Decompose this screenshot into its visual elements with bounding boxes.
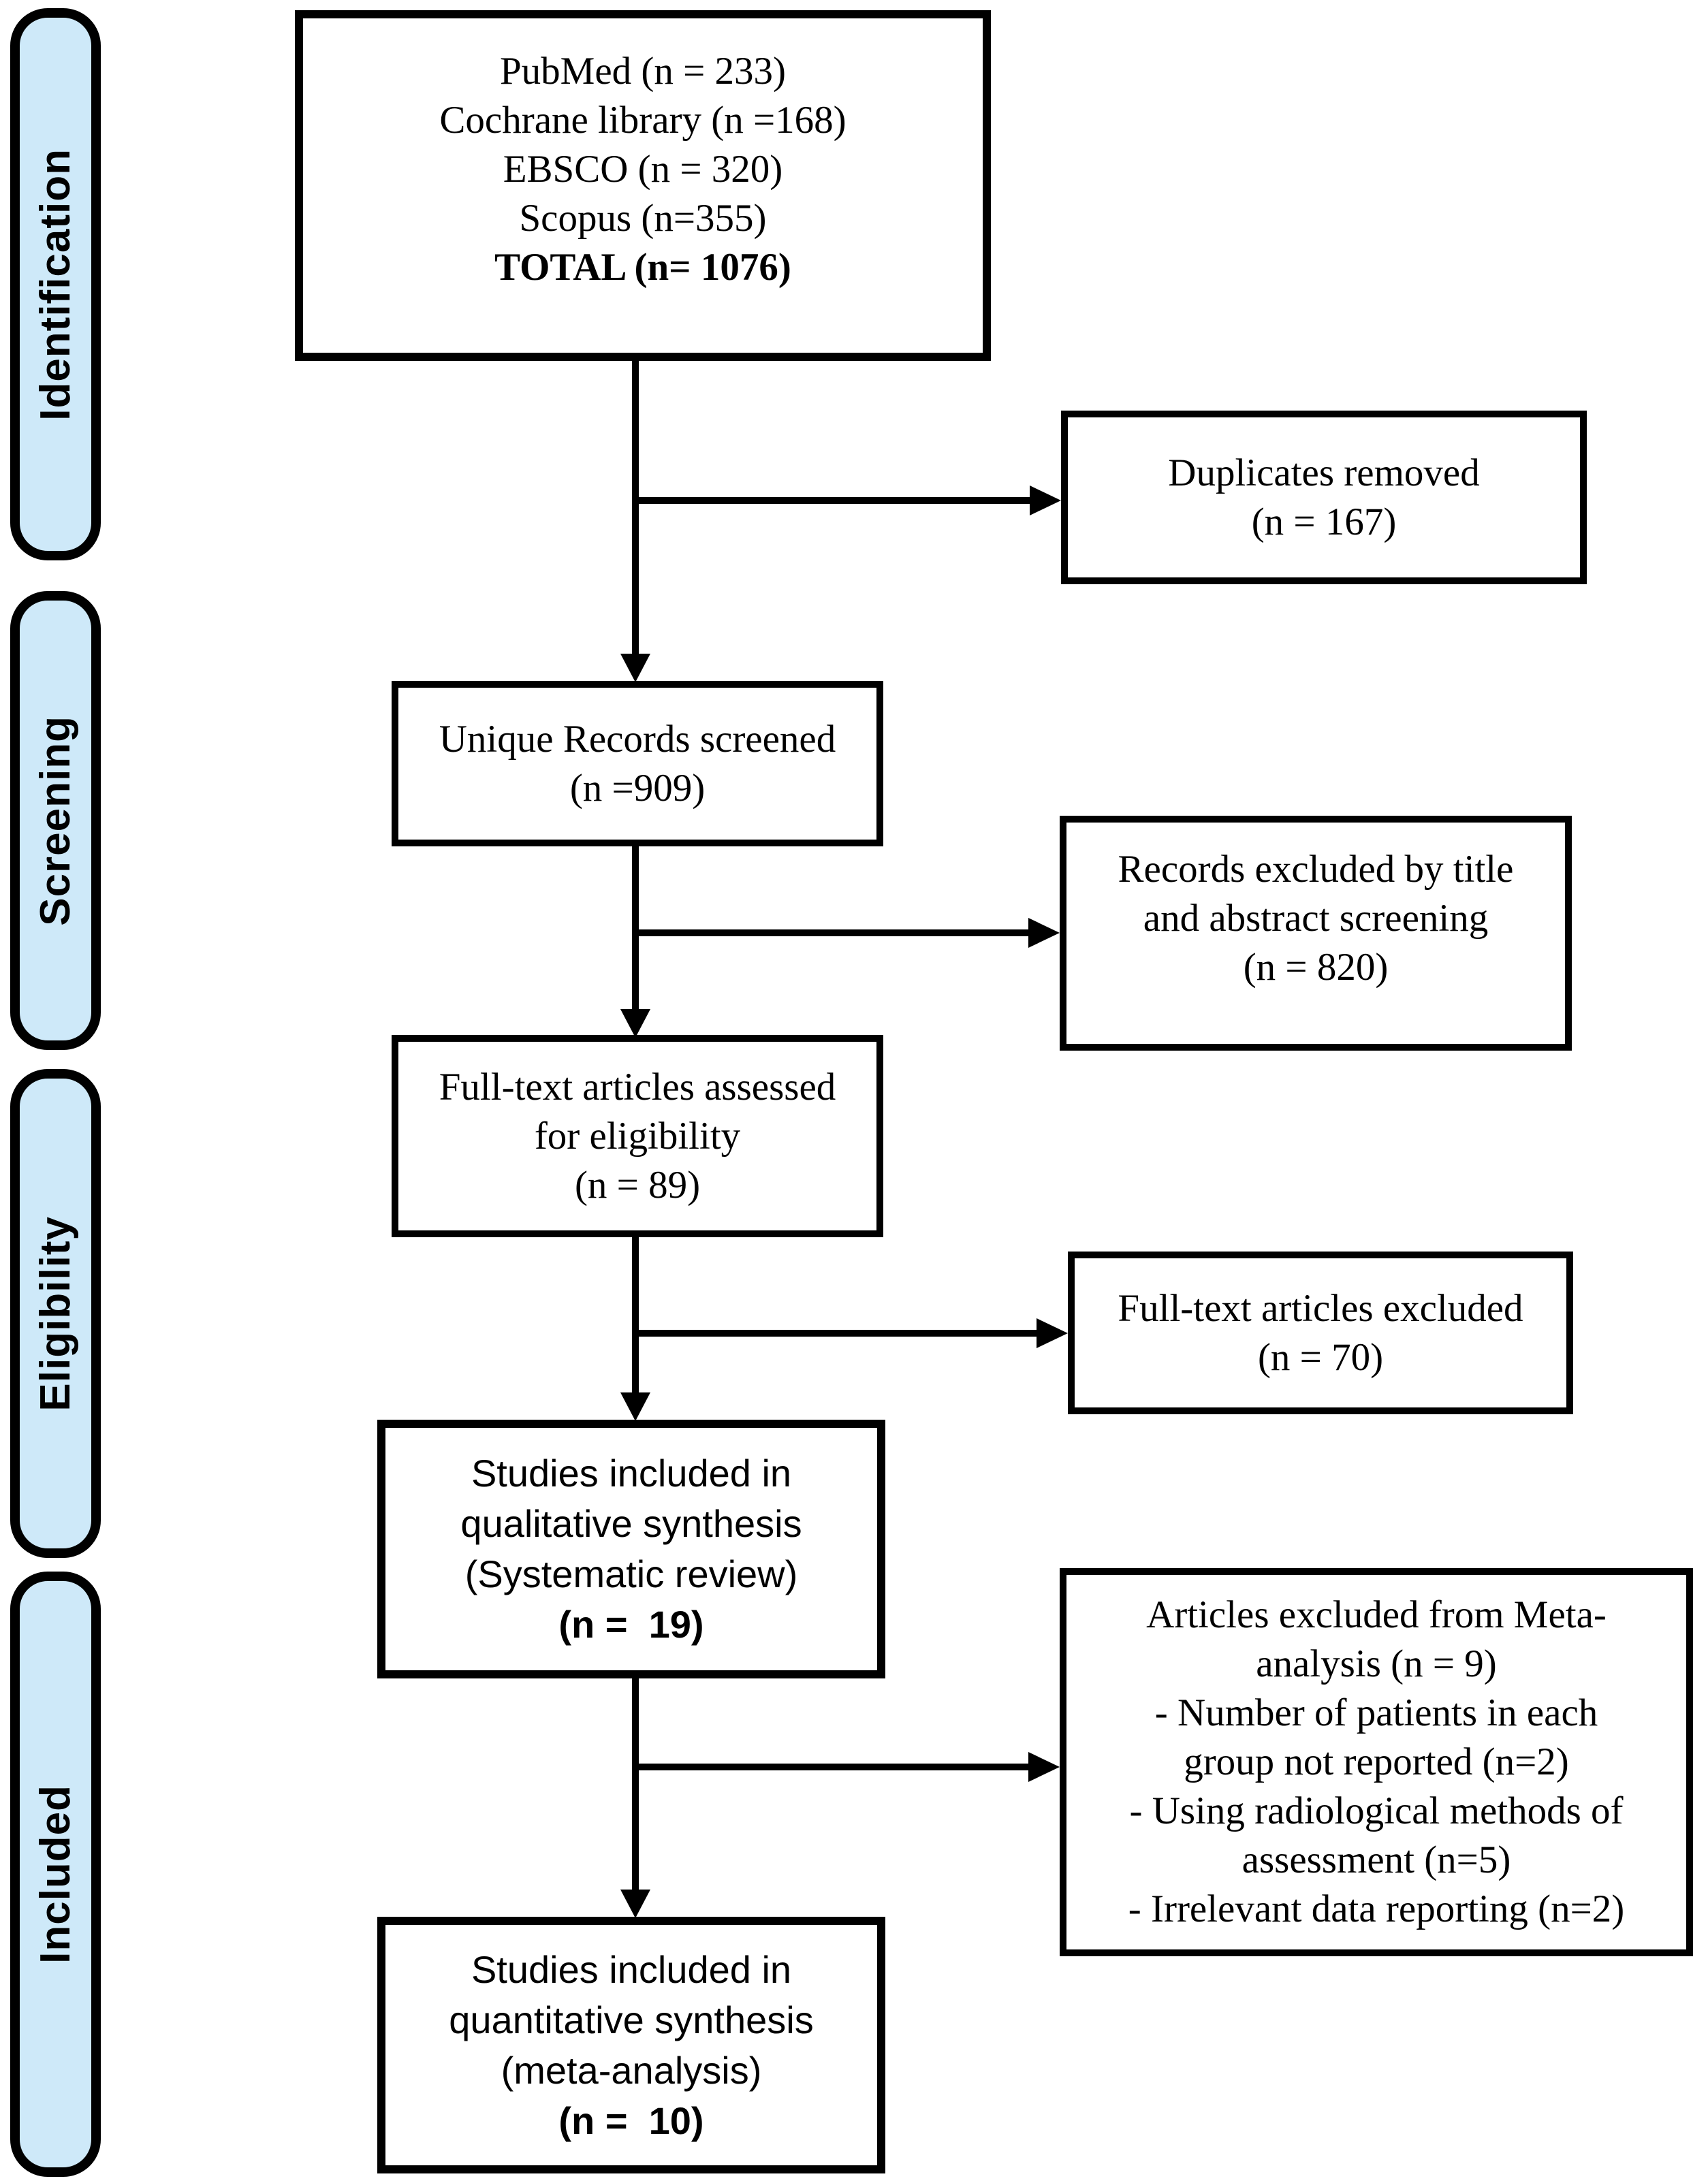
box-line: analysis (n = 9) bbox=[1256, 1642, 1497, 1685]
box-line: qualitative synthesis bbox=[460, 1502, 802, 1545]
box-records-excluded-title-abstract: Records excluded by title and abstract s… bbox=[1060, 816, 1572, 1051]
box-line: EBSCO (n = 320) bbox=[503, 148, 783, 191]
box-records-screened: Unique Records screened (n =909) bbox=[392, 681, 883, 846]
box-qualitative-synthesis: Studies included in qualitative synthesi… bbox=[377, 1420, 885, 1678]
stage-label-included: Included bbox=[32, 1785, 79, 1964]
box-line: assessment (n=5) bbox=[1242, 1838, 1511, 1881]
box-line: Cochrane library (n =168) bbox=[439, 99, 847, 142]
right-arrowhead-icon bbox=[1028, 1752, 1060, 1782]
flow-line-to-meta-excluded bbox=[635, 1764, 1028, 1770]
down-arrowhead-icon bbox=[620, 1890, 650, 1918]
box-records-identified: PubMed (n = 233) Cochrane library (n =16… bbox=[295, 10, 991, 361]
box-line: quantitative synthesis bbox=[449, 1998, 814, 2041]
box-line: Full-text articles assessed bbox=[439, 1065, 836, 1109]
down-arrowhead-icon bbox=[620, 1009, 650, 1038]
box-line: and abstract screening bbox=[1143, 897, 1489, 940]
box-line-total: (n = 10) bbox=[558, 2099, 704, 2142]
box-fulltext-assessed: Full-text articles assessed for eligibil… bbox=[392, 1035, 883, 1237]
flow-line-to-duplicates bbox=[635, 497, 1030, 504]
box-line: (n = 70) bbox=[1257, 1335, 1384, 1379]
down-arrowhead-icon bbox=[620, 1392, 650, 1421]
box-line: - Using radiological methods of bbox=[1129, 1789, 1624, 1832]
box-line: Scopus (n=355) bbox=[519, 197, 767, 240]
right-arrowhead-icon bbox=[1037, 1318, 1068, 1348]
stage-pill-screening: Screening bbox=[10, 591, 101, 1050]
box-line: Unique Records screened bbox=[439, 717, 836, 761]
right-arrowhead-icon bbox=[1028, 918, 1060, 948]
box-line: (n = 167) bbox=[1251, 500, 1397, 543]
flow-line-qualitative-to-quantitative bbox=[632, 1678, 639, 1892]
box-line: - Number of patients in each bbox=[1154, 1691, 1598, 1734]
box-line: PubMed (n = 233) bbox=[499, 50, 787, 93]
stage-label-eligibility: Eligibility bbox=[32, 1215, 79, 1412]
flow-line-eligibility-to-qualitative bbox=[632, 1237, 639, 1395]
box-meta-analysis-excluded: Articles excluded from Meta- analysis (n… bbox=[1060, 1568, 1693, 1956]
box-line: Studies included in bbox=[471, 1947, 792, 1991]
flow-line-to-fulltext-excluded bbox=[635, 1330, 1037, 1337]
box-line: (n = 89) bbox=[574, 1163, 701, 1207]
right-arrowhead-icon bbox=[1030, 485, 1061, 515]
stage-pill-eligibility: Eligibility bbox=[10, 1069, 101, 1558]
box-line: Articles excluded from Meta- bbox=[1146, 1593, 1607, 1636]
box-line-total: TOTAL (n= 1076) bbox=[494, 246, 791, 289]
stage-pill-identification: Identification bbox=[10, 8, 101, 560]
stage-label-identification: Identification bbox=[32, 148, 79, 421]
down-arrowhead-icon bbox=[620, 654, 650, 682]
box-line: - Irrelevant data reporting (n=2) bbox=[1128, 1887, 1625, 1930]
flow-line-to-title-abstract-excluded bbox=[635, 929, 1028, 936]
box-line: Duplicates removed bbox=[1168, 451, 1480, 494]
box-line: for eligibility bbox=[534, 1114, 741, 1158]
stage-pill-included: Included bbox=[10, 1572, 101, 2177]
box-line: (meta-analysis) bbox=[501, 2048, 762, 2092]
box-line: (Systematic review) bbox=[464, 1552, 798, 1595]
box-line: group not reported (n=2) bbox=[1184, 1740, 1569, 1783]
box-line: Studies included in bbox=[471, 1452, 792, 1495]
flow-line-identification-to-screening bbox=[632, 361, 639, 656]
stage-label-screening: Screening bbox=[32, 715, 79, 926]
box-quantitative-synthesis: Studies included in quantitative synthes… bbox=[377, 1917, 885, 2173]
box-fulltext-excluded: Full-text articles excluded (n = 70) bbox=[1068, 1252, 1573, 1414]
box-line: (n =909) bbox=[569, 766, 706, 810]
box-duplicates-removed: Duplicates removed (n = 167) bbox=[1061, 411, 1587, 584]
flow-line-screening-to-eligibility bbox=[632, 846, 639, 1010]
box-line: Records excluded by title bbox=[1118, 848, 1514, 891]
box-line-total: (n = 19) bbox=[558, 1603, 704, 1646]
box-line: Full-text articles excluded bbox=[1118, 1286, 1523, 1330]
box-line: (n = 820) bbox=[1243, 946, 1389, 989]
